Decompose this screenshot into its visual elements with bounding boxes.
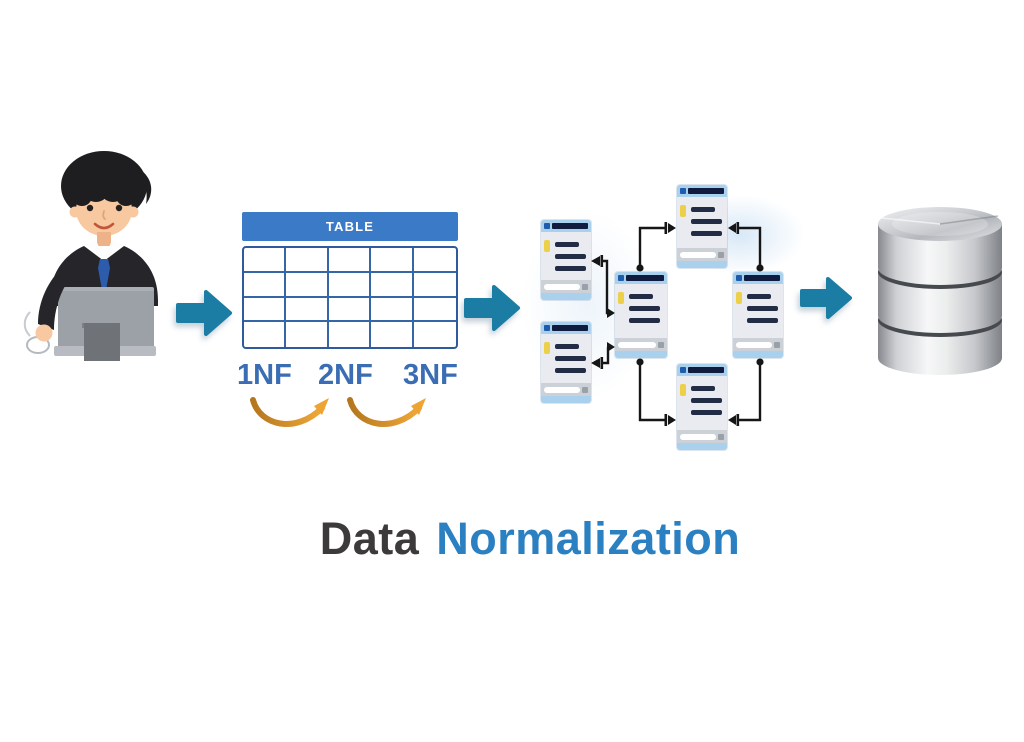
entity-card-f [677, 364, 727, 450]
db-disk-top [878, 207, 1002, 285]
label-2nf: 2NF [318, 359, 373, 391]
database-cylinder-icon [878, 207, 1002, 375]
entity-relationship-connectors [591, 222, 764, 426]
label-3nf: 3NF [403, 359, 458, 391]
key-icon [544, 342, 550, 354]
flow-arrow-3-icon [800, 277, 852, 319]
entity-card-fields [615, 284, 667, 338]
computer-monitor [54, 287, 156, 361]
key-icon [680, 205, 686, 217]
person-at-computer-icon [23, 151, 158, 361]
entity-card-fields [677, 376, 727, 430]
connector-e-c [591, 342, 615, 369]
entity-card-fields [677, 197, 727, 248]
entity-card-footer [541, 383, 591, 396]
normalized-entity-diagram [522, 175, 805, 465]
entity-card-footer [677, 430, 727, 443]
entity-card-a [541, 220, 591, 300]
entity-card-e [541, 322, 591, 403]
entity-card-header [615, 272, 667, 284]
entity-card-footer [677, 248, 727, 261]
entity-card-header [677, 185, 727, 197]
entity-card-d [733, 272, 783, 358]
flow-arrow-2-icon [464, 285, 520, 331]
entity-card-footer [541, 280, 591, 293]
title-word-normalization: Normalization [436, 513, 741, 564]
entity-card-fields [733, 284, 783, 338]
swoosh-1nf-to-2nf [250, 397, 329, 427]
entity-card-header [541, 322, 591, 334]
key-icon [544, 240, 550, 252]
entity-card-header [541, 220, 591, 232]
key-icon [680, 384, 686, 396]
flow-arrow-1-icon [176, 290, 232, 336]
table-grid [242, 246, 458, 349]
diagram-title: Data Normalization [18, 516, 1024, 561]
key-icon [618, 292, 624, 304]
entity-card-header [733, 272, 783, 284]
entity-card-header [677, 364, 727, 376]
table-header: TABLE [242, 212, 458, 241]
connector-d-f [728, 358, 764, 426]
entity-card-fields [541, 334, 591, 383]
entity-card-footer [615, 338, 667, 351]
hand-with-mouse [23, 266, 74, 354]
nf-progression-swoosh-arrows [250, 397, 426, 427]
entity-card-footer [733, 338, 783, 351]
table-header-label: TABLE [325, 219, 375, 234]
entity-card-fields [541, 232, 591, 280]
connector-c-f [636, 358, 676, 426]
entity-card-c [615, 272, 667, 358]
entity-card-b [677, 185, 727, 268]
key-icon [736, 292, 742, 304]
swoosh-2nf-to-3nf [347, 397, 426, 427]
label-1nf: 1NF [237, 359, 292, 391]
person-head [61, 151, 152, 236]
connector-a-c [591, 255, 615, 318]
title-word-data: Data [319, 513, 420, 564]
connector-b-d [728, 222, 764, 272]
connector-c-b [636, 222, 676, 272]
